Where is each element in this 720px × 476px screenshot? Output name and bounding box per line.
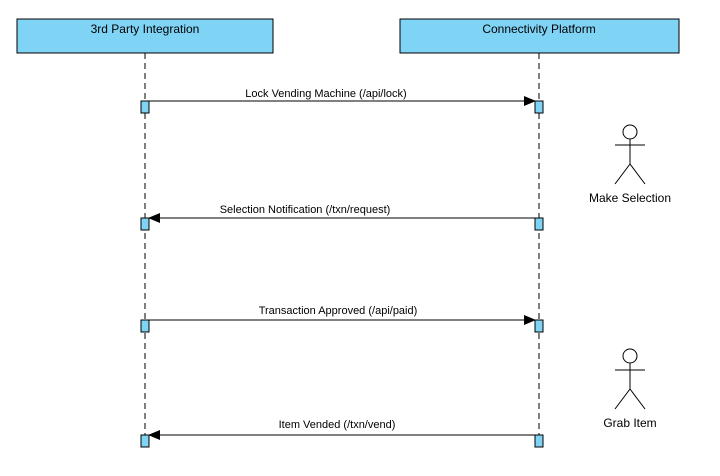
message-approved: Transaction Approved (/api/paid) [149, 305, 536, 325]
activation-box [534, 217, 544, 231]
actor-label: Grab Item [603, 416, 656, 430]
participant-platform-label: Connectivity Platform [482, 22, 595, 36]
actor-make-selection: Make Selection [589, 124, 671, 205]
message-label: Transaction Approved (/api/paid) [259, 305, 418, 317]
actor-icon [614, 348, 646, 410]
activation-box [534, 319, 544, 333]
participant-integration-label: 3rd Party Integration [91, 22, 200, 36]
message-selection: Selection Notification (/txn/request) [148, 204, 535, 223]
activation-box [140, 100, 150, 114]
actor-label: Make Selection [589, 191, 671, 205]
actor-grab-item: Grab Item [603, 348, 657, 430]
actor-icon [614, 124, 646, 185]
message-label: Selection Notification (/txn/request) [220, 204, 391, 216]
activation-box [534, 434, 544, 448]
participant-integration: 3rd Party Integration [16, 18, 274, 54]
message-label: Item Vended (/txn/vend) [279, 419, 396, 431]
activation-box [534, 100, 544, 114]
activation-box [140, 217, 150, 231]
activation-box [140, 319, 150, 333]
message-lock: Lock Vending Machine (/api/lock) [149, 88, 536, 106]
message-vended: Item Vended (/txn/vend) [148, 419, 535, 440]
participant-platform: Connectivity Platform [399, 18, 680, 54]
message-label: Lock Vending Machine (/api/lock) [245, 88, 406, 100]
activation-box [140, 434, 150, 448]
